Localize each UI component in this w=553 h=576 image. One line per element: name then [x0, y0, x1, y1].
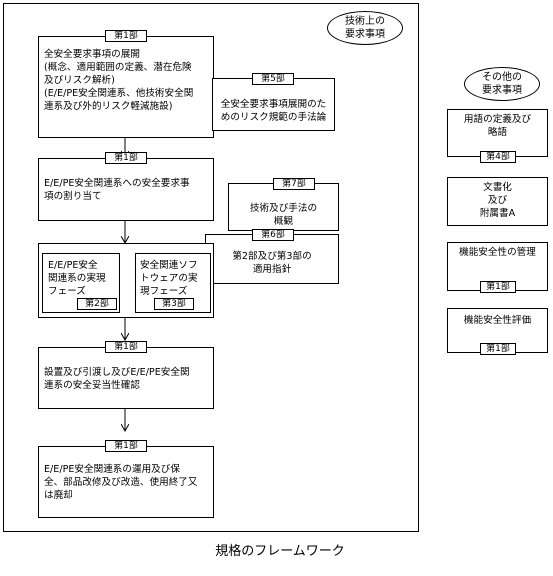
risk-methods-text: 全安全要求事項展開のた めのリスク規範の手法論	[220, 99, 327, 123]
hw-realization-text: E/E/PE安全 関連系の実現 フェーズ	[48, 260, 106, 297]
part-tag: 第1部	[105, 341, 147, 353]
sw-realization-text: 安全関連ソフ トウェアの実 現フェーズ	[140, 260, 198, 297]
installation-box	[38, 347, 214, 409]
part-tag: 第2部	[77, 298, 117, 310]
risk-methods-box	[212, 78, 335, 131]
part-tag: 第5部	[252, 73, 294, 85]
part-tag: 第7部	[273, 178, 315, 190]
part-tag: 第1部	[105, 30, 147, 42]
documentation-text: 文書化 及び 附属書A	[479, 182, 516, 219]
technical-requirements-ellipse	[327, 11, 403, 45]
allocation-text: E/E/PE安全関連系への安全要求事 項の割り当て	[44, 178, 190, 202]
technical-requirements-label: 技術上の 要求事項	[345, 16, 385, 40]
guidelines-text: 第2部及び第3部の 適用指針	[232, 251, 312, 275]
part-tag: 第1部	[480, 343, 516, 355]
documentation-box	[447, 177, 548, 226]
installation-text: 設置及び引渡し及びE/E/PE安全関 連系の安全妥当性確認	[44, 367, 190, 391]
definitions-text: 用語の定義及び 略語	[463, 114, 532, 138]
part-tag: 第6部	[252, 229, 294, 241]
part-tag: 第1部	[105, 152, 147, 164]
other-requirements-ellipse	[464, 67, 540, 101]
overall-safety-text: 全安全要求事項の展開 (概念、適用範囲の定義、潜在危険 及びリスク解析) (E/…	[44, 49, 194, 112]
part-tag: 第4部	[480, 151, 516, 163]
footer-title: 規格のフレームワーク	[215, 544, 345, 559]
management-text: 機能安全性の管理	[459, 247, 536, 258]
part-tag: 第1部	[480, 281, 516, 293]
assessment-text: 機能安全性評価	[463, 315, 532, 326]
guidelines-box	[205, 234, 339, 284]
operation-text: E/E/PE安全関連系の運用及び保 全、部品改修及び改造、使用終了又 は廃却	[44, 464, 198, 501]
allocation-box	[38, 158, 214, 221]
other-requirements-label: その他の 要求事項	[482, 72, 522, 96]
tech-overview-text: 技術及び手法の 概観	[249, 203, 318, 227]
part-tag: 第1部	[105, 440, 147, 452]
part-tag: 第3部	[154, 298, 194, 310]
